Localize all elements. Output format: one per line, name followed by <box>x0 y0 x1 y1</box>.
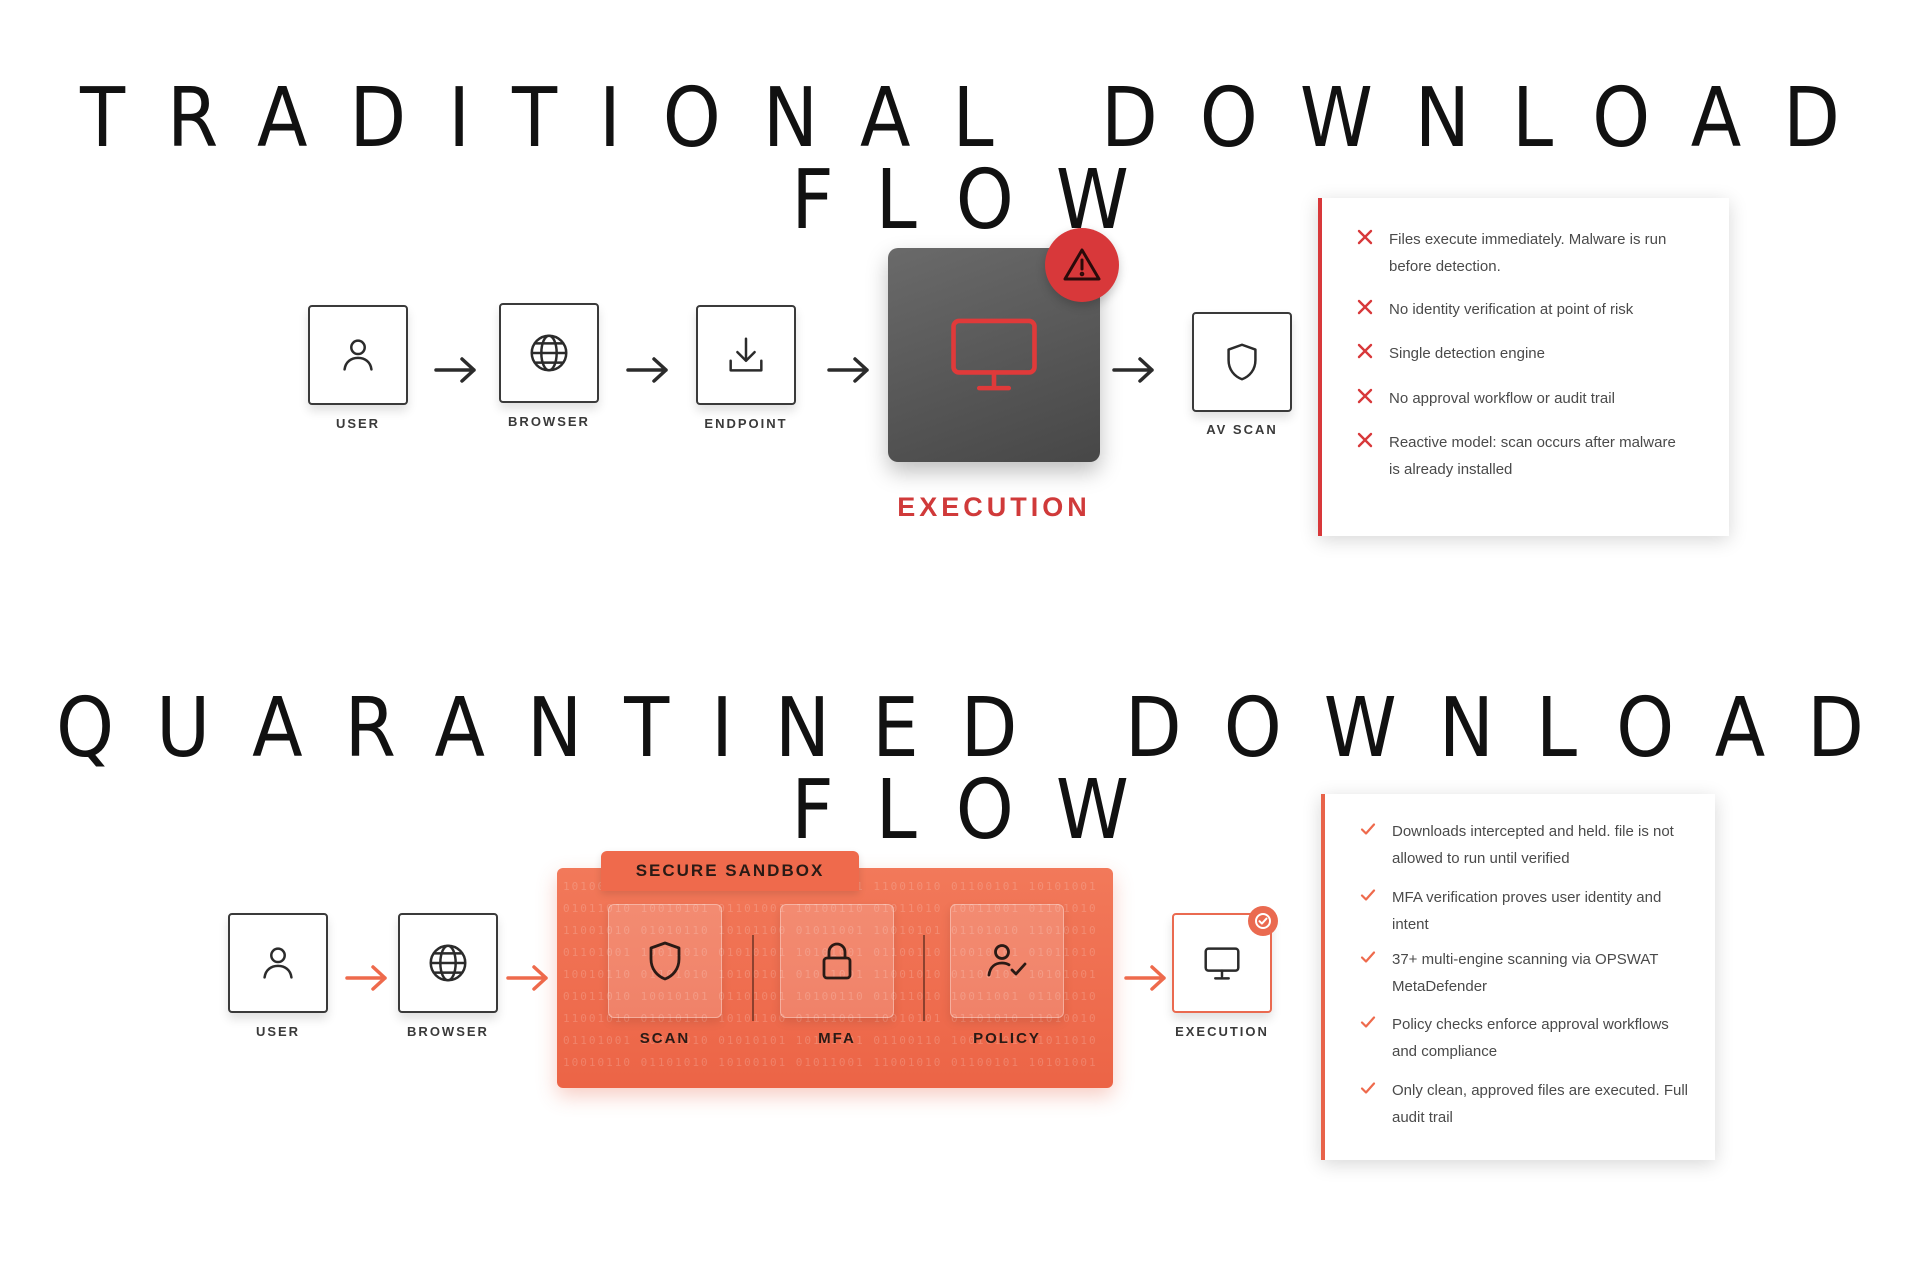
issue-text: Files execute immediately. Malware is ru… <box>1389 231 1667 275</box>
quarantined-execution-label: EXECUTION <box>1175 1024 1269 1039</box>
check-circle-icon <box>1255 913 1271 929</box>
traditional-browser-label: BROWSER <box>508 414 590 429</box>
x-icon <box>1357 299 1373 315</box>
sandbox-scan-stage <box>608 904 722 1018</box>
benefit-text: Downloads intercepted and held. file is … <box>1392 823 1674 867</box>
benefit-text: MFA verification proves user identity an… <box>1392 889 1662 933</box>
traditional-execution-label: EXECUTION <box>897 492 1091 522</box>
monitor-icon <box>951 318 1037 391</box>
monitor-icon <box>1204 947 1240 980</box>
shield-icon <box>1227 343 1257 381</box>
sandbox-policy-label: POLICY <box>973 1030 1041 1047</box>
secure-sandbox-label: SECURE SANDBOX <box>601 851 859 891</box>
stage-divider <box>752 935 754 1021</box>
quarantined-benefits-panel: Downloads intercepted and held. file is … <box>1321 794 1715 1160</box>
arrow-icon <box>434 357 476 383</box>
arrow-icon <box>345 965 387 991</box>
x-icon <box>1357 229 1373 245</box>
issue-text: No identity verification at point of ris… <box>1389 301 1634 318</box>
quarantined-browser-label: BROWSER <box>407 1024 489 1039</box>
shield-icon <box>649 941 681 981</box>
traditional-user-node <box>308 305 408 405</box>
user-icon <box>263 947 293 979</box>
sandbox-mfa-stage <box>780 904 894 1018</box>
stage-divider <box>923 935 925 1021</box>
issue-text: Reactive model: scan occurs after malwar… <box>1389 434 1676 478</box>
issue-text: No approval workflow or audit trail <box>1389 390 1615 407</box>
benefit-text: Policy checks enforce approval workflows… <box>1392 1016 1669 1060</box>
warning-icon <box>1063 248 1101 281</box>
quarantined-user-node <box>228 913 328 1013</box>
globe-icon <box>429 944 467 982</box>
check-icon <box>1360 1016 1376 1028</box>
arrow-icon <box>506 965 548 991</box>
x-icon <box>1357 343 1373 359</box>
check-icon <box>1360 1082 1376 1094</box>
download-icon <box>729 337 763 372</box>
arrow-icon <box>827 357 869 383</box>
sandbox-scan-label: SCAN <box>639 1030 691 1047</box>
globe-icon <box>530 334 568 372</box>
warning-badge <box>1045 228 1119 302</box>
sandbox-policy-stage <box>950 904 1064 1018</box>
traditional-user-label: USER <box>335 416 381 431</box>
x-icon <box>1357 388 1373 404</box>
quarantined-execution-node <box>1172 913 1272 1013</box>
quarantined-user-label: USER <box>255 1024 301 1039</box>
traditional-endpoint-node <box>696 305 796 405</box>
arrow-icon <box>626 357 668 383</box>
traditional-issues-panel: Files execute immediately. Malware is ru… <box>1318 198 1729 536</box>
check-icon <box>1360 889 1376 901</box>
arrow-icon <box>1124 965 1166 991</box>
traditional-av-scan-label: AV SCAN <box>1206 422 1278 437</box>
benefit-text: 37+ multi-engine scanning via OPSWAT Met… <box>1392 951 1659 995</box>
traditional-av-scan-node <box>1192 312 1292 412</box>
issue-text: Single detection engine <box>1389 345 1545 362</box>
user-icon <box>343 339 373 371</box>
quarantined-browser-node <box>398 913 498 1013</box>
lock-icon <box>822 942 852 980</box>
verified-badge <box>1248 906 1278 936</box>
sandbox-mfa-label: MFA <box>818 1030 856 1047</box>
traditional-browser-node <box>499 303 599 403</box>
check-icon <box>1360 951 1376 963</box>
traditional-flow-title: TRADITIONAL DOWNLOAD FLOW <box>80 71 1882 248</box>
quarantined-flow-title: QUARANTINED DOWNLOAD FLOW <box>56 681 1906 858</box>
x-icon <box>1357 432 1373 448</box>
check-icon <box>1360 823 1376 835</box>
user-check-icon <box>987 944 1027 977</box>
traditional-endpoint-label: ENDPOINT <box>704 416 788 431</box>
benefit-text: Only clean, approved files are executed.… <box>1392 1082 1688 1126</box>
arrow-icon <box>1112 357 1154 383</box>
